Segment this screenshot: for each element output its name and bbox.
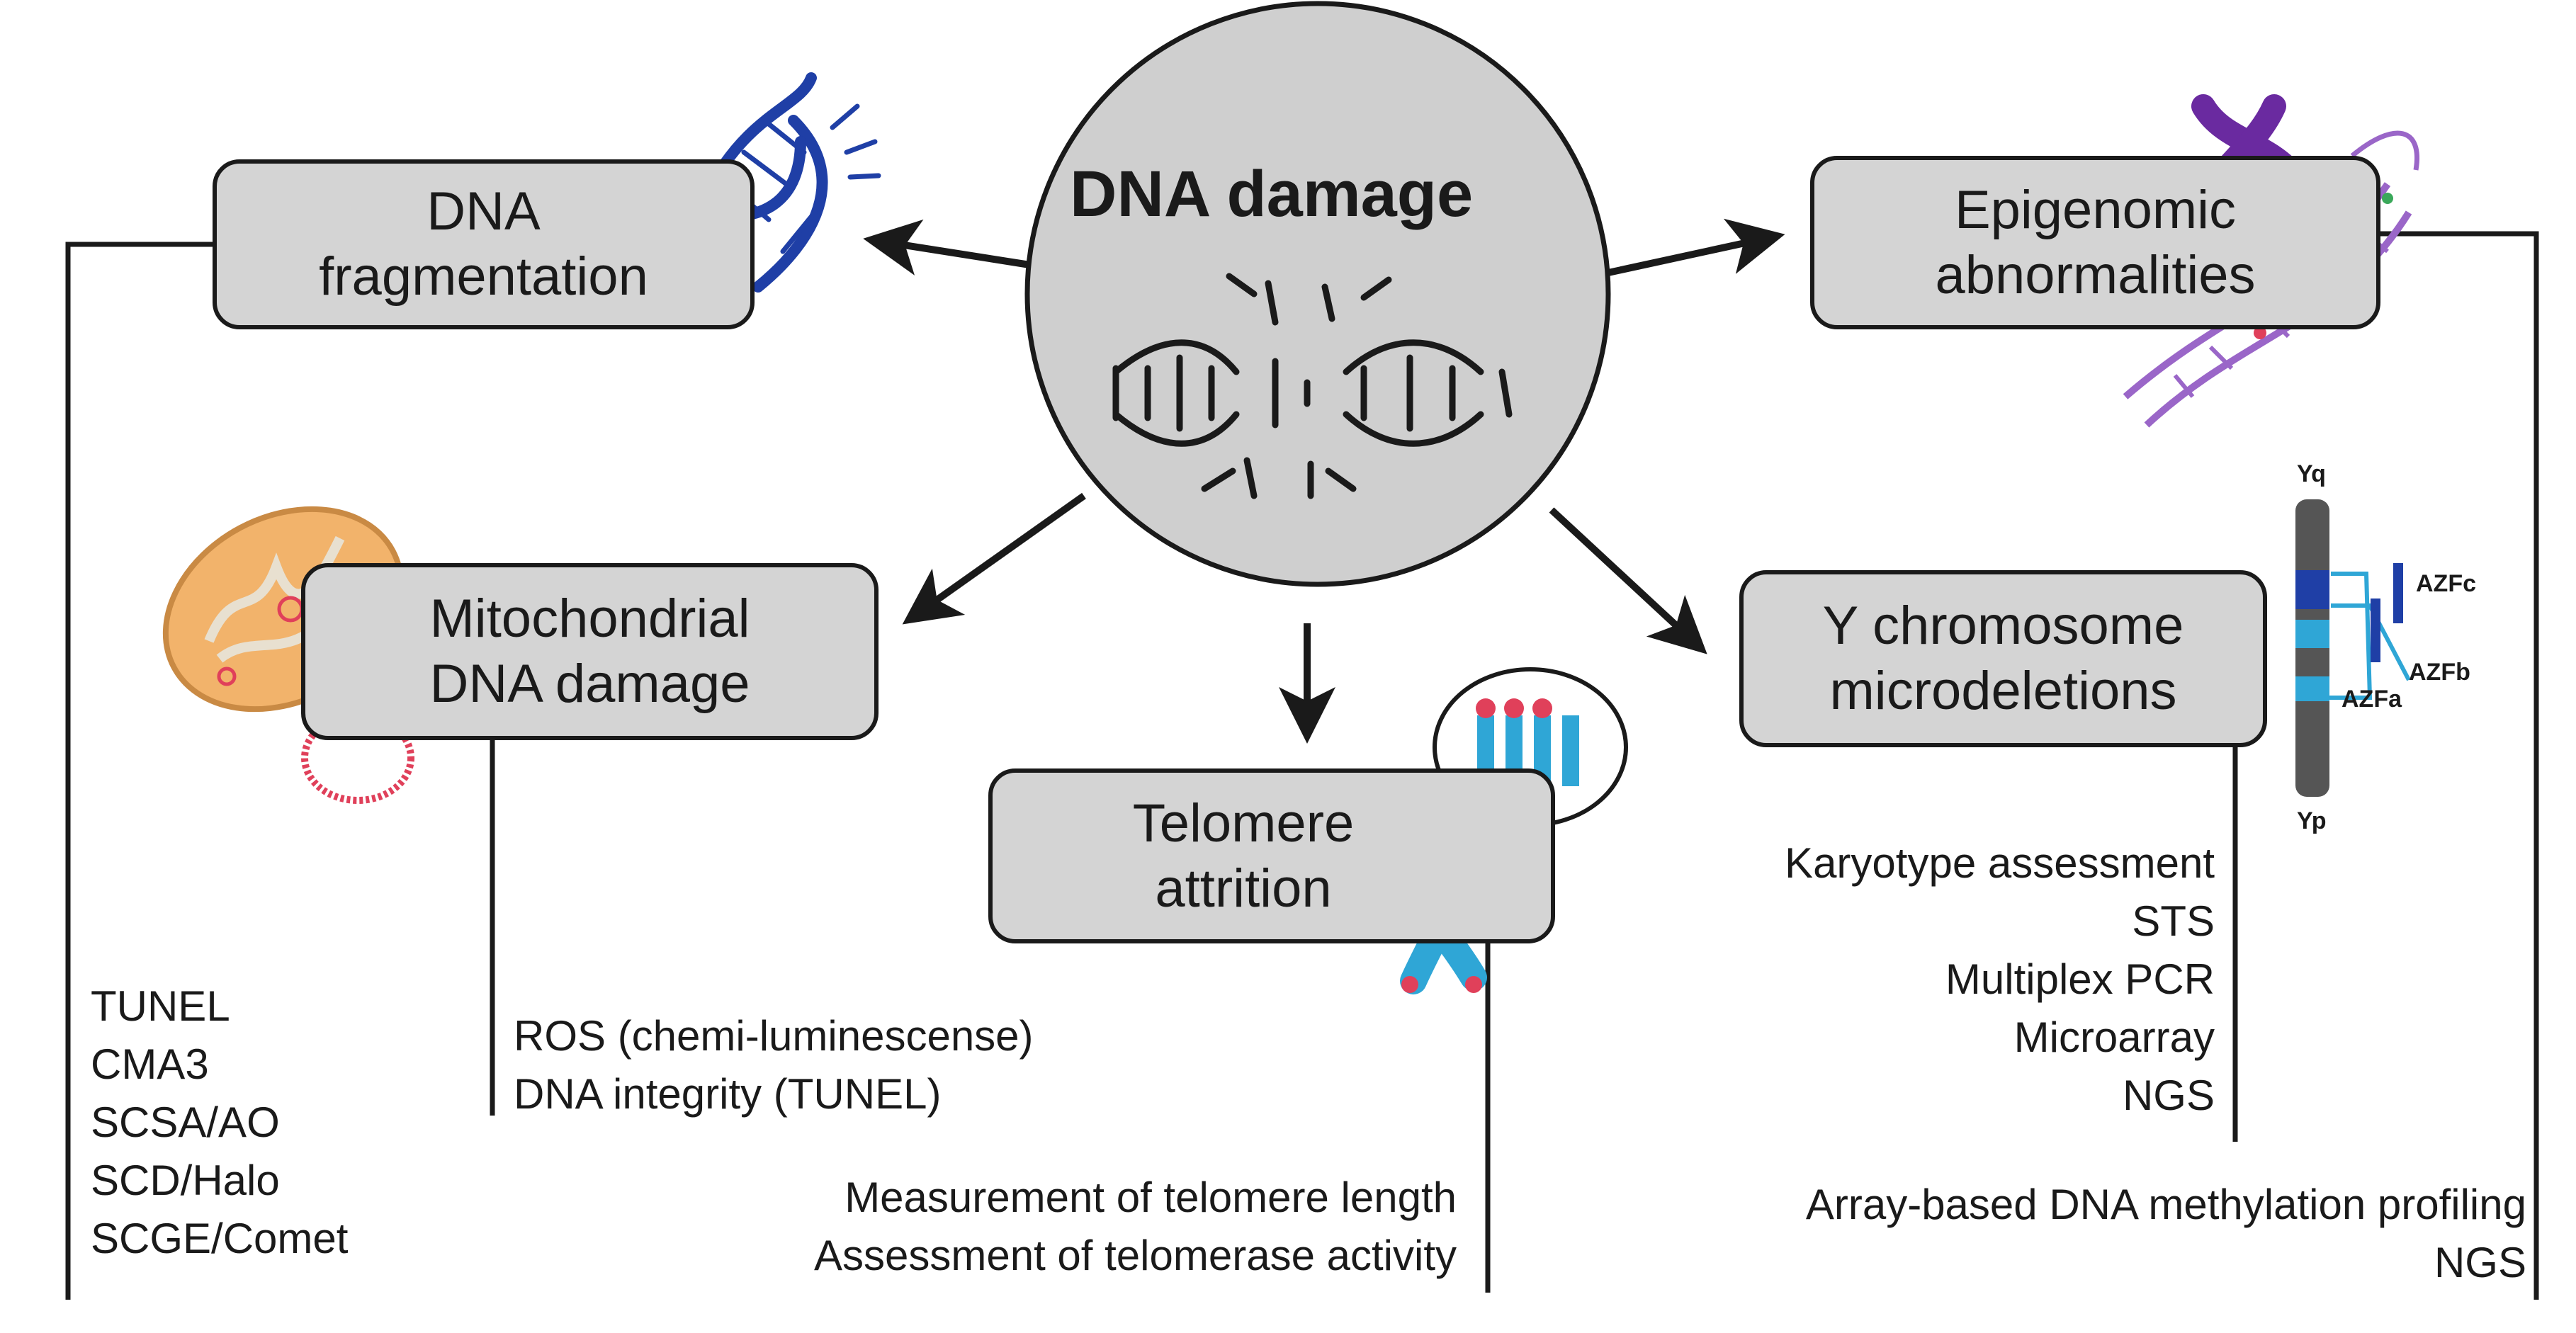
connector-lines xyxy=(65,231,2539,1300)
method-item: STS xyxy=(2132,897,2215,945)
ychrom-methods: Karyotype assessment STS Multiplex PCR M… xyxy=(1785,834,2215,1125)
arrow-to-fragmentation xyxy=(863,219,1035,276)
node-ychrom-line1: Y chromosome xyxy=(1822,596,2184,656)
node-telomere-line2: attrition xyxy=(1155,858,1332,919)
method-item: ROS (chemi-luminescense) xyxy=(514,1012,1034,1060)
node-telomere-line1: Telomere xyxy=(1132,793,1355,853)
node-dna-fragmentation: DNA fragmentation xyxy=(213,159,755,329)
arrow-to-ychrom xyxy=(1549,507,1707,654)
label-azfb: AZFb xyxy=(2409,659,2470,686)
node-mitochondrial-line2: DNA damage xyxy=(429,654,750,714)
label-azfc: AZFc xyxy=(2416,570,2476,597)
telomere-methods: Measurement of telomere length Assessmen… xyxy=(814,1169,1457,1285)
method-item: SCD/Halo xyxy=(91,1157,280,1204)
method-item: NGS xyxy=(2434,1239,2526,1286)
method-item: TUNEL xyxy=(91,982,230,1030)
node-fragmentation-line1: DNA xyxy=(426,181,541,242)
node-y-chromosome-microdeletions: Y chromosome microdeletions xyxy=(1739,570,2267,747)
fragmentation-methods: TUNEL CMA3 SCSA/AO SCD/Halo SCGE/Comet xyxy=(91,977,348,1268)
method-item: Microarray xyxy=(2013,1014,2215,1061)
method-item: Multiplex PCR xyxy=(1945,955,2215,1003)
node-telomere-attrition: Telomere attrition xyxy=(988,768,1555,943)
node-epigenomic-line1: Epigenomic xyxy=(1954,179,2237,240)
dna-damage-circle xyxy=(1024,1,1611,587)
node-fragmentation-line2: fragmentation xyxy=(319,246,648,307)
arrow-to-mitochondrial xyxy=(902,492,1086,625)
fragmentation-connector xyxy=(65,242,213,1300)
method-item: DNA integrity (TUNEL) xyxy=(514,1070,942,1118)
node-mitochondrial-dna-damage: Mitochondrial DNA damage xyxy=(301,563,879,740)
method-item: NGS xyxy=(2122,1072,2215,1119)
arrow-to-epigenomic xyxy=(1607,218,1785,276)
label-yq: Yq xyxy=(2297,460,2326,487)
y-chromosome-ideogram xyxy=(2295,499,2411,797)
label-yp: Yp xyxy=(2297,807,2327,834)
method-item: SCSA/AO xyxy=(91,1099,280,1146)
center-title: DNA damage xyxy=(1070,158,1474,230)
method-item: SCGE/Comet xyxy=(91,1215,349,1262)
broken-dna-icon xyxy=(1112,273,1513,499)
epigenomic-methods: Array-based DNA methylation profiling NG… xyxy=(1806,1176,2526,1292)
node-ychrom-line2: microdeletions xyxy=(1829,661,2177,721)
method-item: CMA3 xyxy=(91,1040,209,1088)
method-item: Measurement of telomere length xyxy=(844,1174,1457,1221)
mitochondrial-methods: ROS (chemi-luminescense) DNA integrity (… xyxy=(514,1007,1034,1123)
label-azfa: AZFa xyxy=(2341,686,2402,713)
method-item: Array-based DNA methylation profiling xyxy=(1805,1181,2526,1228)
node-mitochondrial-line1: Mitochondrial xyxy=(429,589,750,649)
epigenomic-connector xyxy=(2380,231,2539,1300)
node-epigenomic-line2: abnormalities xyxy=(1935,244,2256,305)
method-item: Assessment of telomerase activity xyxy=(813,1232,1457,1279)
node-epigenomic-abnormalities: Epigenomic abnormalities xyxy=(1810,156,2380,329)
arrows xyxy=(863,218,1785,744)
method-item: Karyotype assessment xyxy=(1785,839,2215,887)
